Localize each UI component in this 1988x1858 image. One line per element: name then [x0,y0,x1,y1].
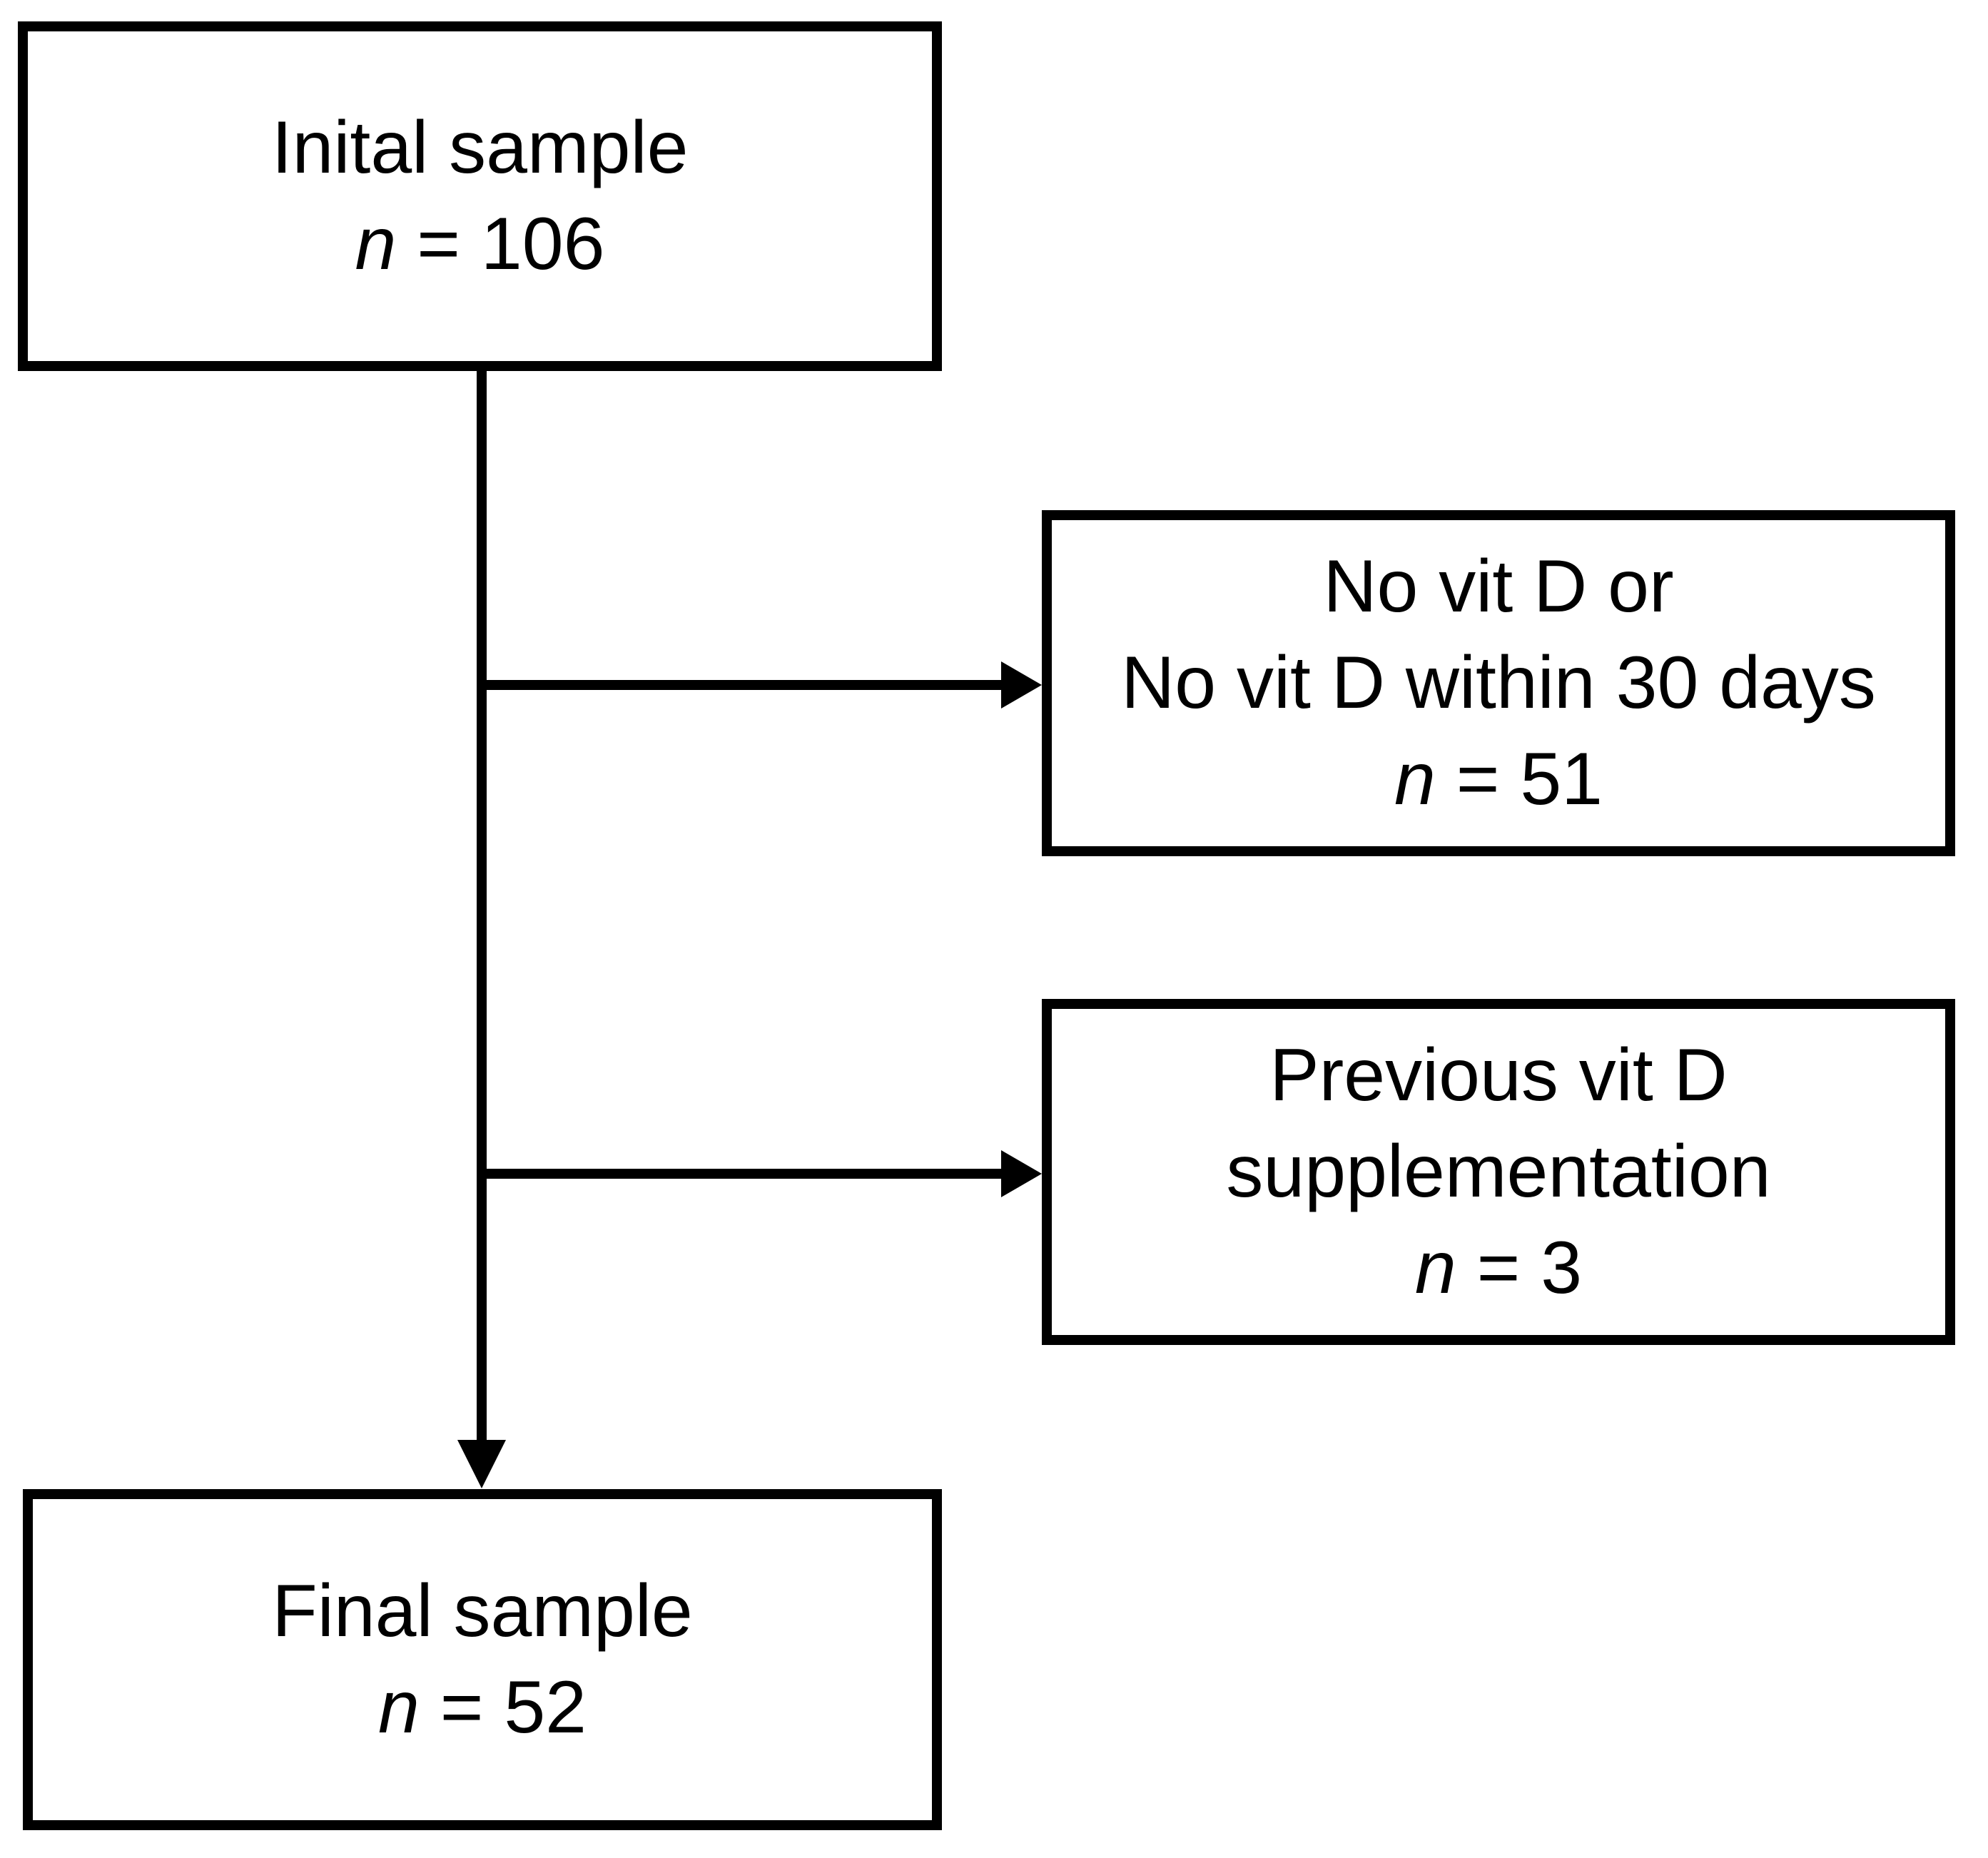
box-excluded-previous-supplementation: Previous vit D supplementation n = 3 [1042,999,1955,1345]
box-final-title: Final sample [272,1570,693,1653]
box-initial-sample: Inital sample n = 106 [18,21,942,371]
box-final-sample-size: n = 52 [378,1660,587,1756]
n-symbol: n [377,1666,420,1749]
n-symbol: n [1394,738,1436,821]
connector-branch-previous [482,1169,1003,1179]
box-previous-line-1: Previous vit D [1269,1034,1728,1117]
n-value: = 52 [419,1666,587,1749]
box-previous-line-2: supplementation [1226,1130,1771,1213]
connector-vertical-trunk [477,370,487,1441]
box-no-vitd-line-1: No vit D or [1323,545,1674,628]
n-symbol: n [355,203,397,285]
n-symbol: n [1414,1227,1456,1309]
box-initial-sample-size: n = 106 [355,196,605,293]
arrowhead-right-icon [1001,661,1042,709]
box-no-vitd-sample-size: n = 51 [1394,731,1603,828]
arrowhead-right-icon [1001,1150,1042,1197]
box-final-sample: Final sample n = 52 [23,1489,942,1830]
box-previous-sample-size: n = 3 [1415,1220,1582,1316]
n-value: = 106 [396,203,605,285]
connector-branch-no-vitd [482,680,1003,690]
n-value: = 51 [1435,738,1603,821]
box-no-vitd-line-2: No vit D within 30 days [1121,641,1876,724]
arrowhead-down-icon [457,1440,506,1488]
box-initial-title: Inital sample [271,106,689,189]
box-excluded-no-vitd: No vit D or No vit D within 30 days n = … [1042,510,1955,856]
n-value: = 3 [1456,1227,1583,1309]
